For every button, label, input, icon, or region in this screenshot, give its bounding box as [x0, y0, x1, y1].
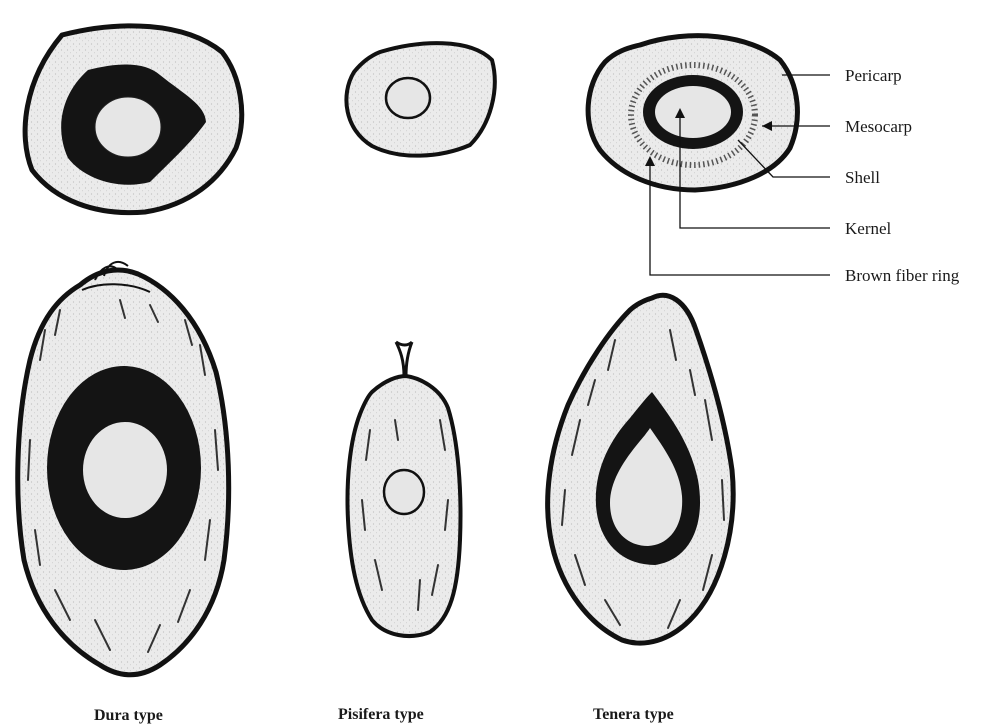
- dura-cross-section-kernel: [95, 97, 161, 157]
- caption-dura: Dura type: [94, 707, 163, 724]
- caption-tenera: Tenera type: [593, 706, 674, 723]
- pisifera-longitudinal-kernel: [384, 470, 424, 514]
- pisifera-longitudinal-section: [348, 342, 461, 636]
- dura-longitudinal-section: [18, 262, 229, 675]
- label-mesocarp: Mesocarp: [845, 117, 912, 136]
- label-kernel: Kernel: [845, 219, 892, 238]
- tenera-cross-section-kernel: [655, 86, 731, 138]
- dura-cross-section: [25, 26, 242, 213]
- pisifera-stalk: [396, 342, 412, 376]
- tenera-longitudinal-section: [548, 295, 734, 643]
- pisifera-cross-section: [346, 43, 494, 156]
- caption-pisifera: Pisifera type: [338, 706, 424, 723]
- label-pericarp: Pericarp: [845, 66, 902, 85]
- tenera-cross-section: [588, 36, 797, 190]
- label-shell: Shell: [845, 168, 880, 187]
- dura-longitudinal-kernel: [83, 422, 167, 518]
- label-brown-fiber-ring: Brown fiber ring: [845, 266, 960, 285]
- pisifera-cross-section-kernel: [386, 78, 430, 118]
